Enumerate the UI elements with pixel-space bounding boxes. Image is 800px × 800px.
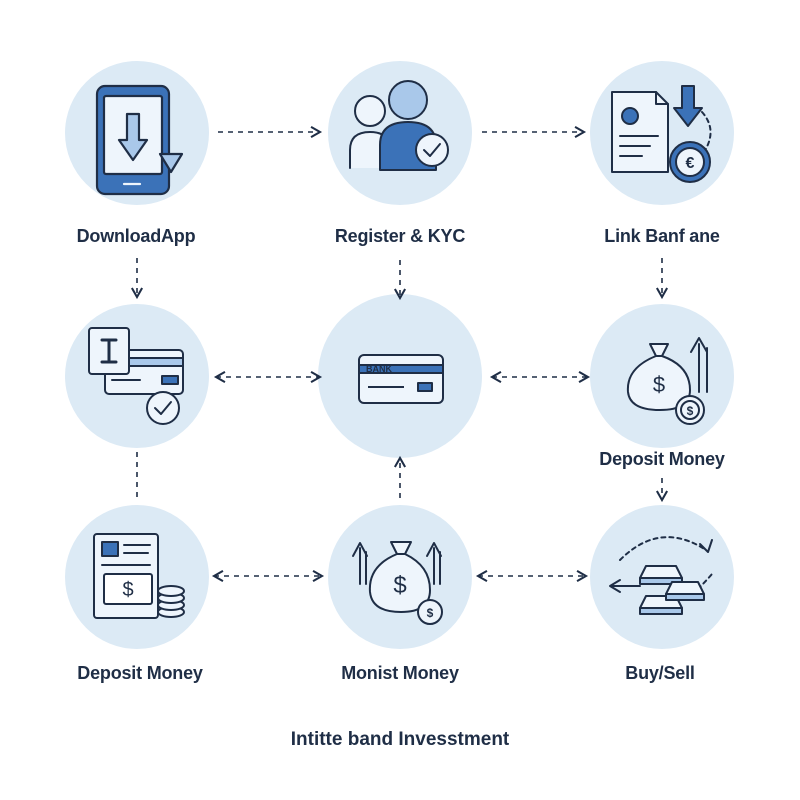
diagram-caption: Intitte band Invesstment [290,729,510,750]
tablet-download-icon [95,84,184,196]
label-deposit-money-right: Deposit Money [599,449,725,469]
document-euro-icon: € [611,85,712,183]
svg-text:$: $ [427,606,434,620]
svg-text:$: $ [122,579,133,601]
money-bag-arrow-icon: $ $ [626,337,708,425]
label-deposit-money-left: Deposit Money [77,663,203,683]
id-card-check-icon [88,327,184,425]
money-bag-arrows-icon: $ $ [352,541,443,625]
svg-text:$: $ [653,372,665,397]
label-link-bank: Link Banf ane [604,226,720,246]
label-buy-sell: Buy/Sell [625,663,695,683]
card-bank-text: BANK [366,364,392,374]
gold-bars-icon [609,536,713,615]
svg-text:$: $ [687,404,694,418]
svg-text:$: $ [393,572,406,599]
connectors [130,125,669,583]
label-monist-money: Monist Money [341,663,459,683]
svg-text:€: € [686,155,695,172]
users-check-icon [349,80,449,171]
label-register-kyc: Register & KYC [334,226,466,246]
invoice-coins-icon: $ [93,533,185,619]
bank-card-icon: BANK [358,354,444,404]
label-download-app: DownloadApp [76,226,196,246]
